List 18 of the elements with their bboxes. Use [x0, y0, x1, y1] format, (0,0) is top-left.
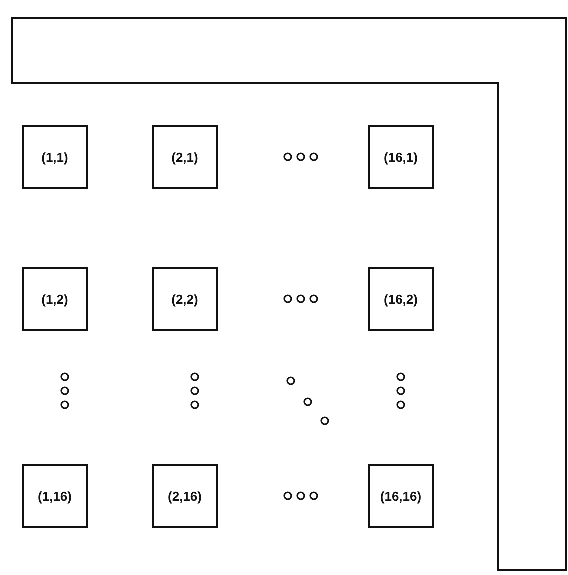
- cell-label: (1,1): [42, 150, 68, 164]
- cell-label: (2,1): [172, 150, 198, 164]
- grid-cell-box: [152, 464, 218, 528]
- grid-cell-box: [152, 125, 218, 189]
- grid-cell-box: [22, 267, 88, 331]
- grid-cell-box: [152, 267, 218, 331]
- cell-label: (16,1): [384, 150, 418, 164]
- cell-label: (16,2): [384, 292, 418, 306]
- cell-label: (1,2): [42, 292, 68, 306]
- grid-cell-box: [368, 267, 434, 331]
- cell-label: (1,16): [38, 488, 72, 504]
- cell-label: (16,16): [380, 488, 422, 504]
- grid-cell-box: [368, 464, 434, 528]
- grid-cell-box: [22, 125, 88, 189]
- cell-label: (2,2): [172, 292, 198, 306]
- grid-cell-box: [22, 464, 88, 528]
- grid-cell-box: [368, 125, 434, 189]
- cell-label: (2,16): [168, 488, 202, 504]
